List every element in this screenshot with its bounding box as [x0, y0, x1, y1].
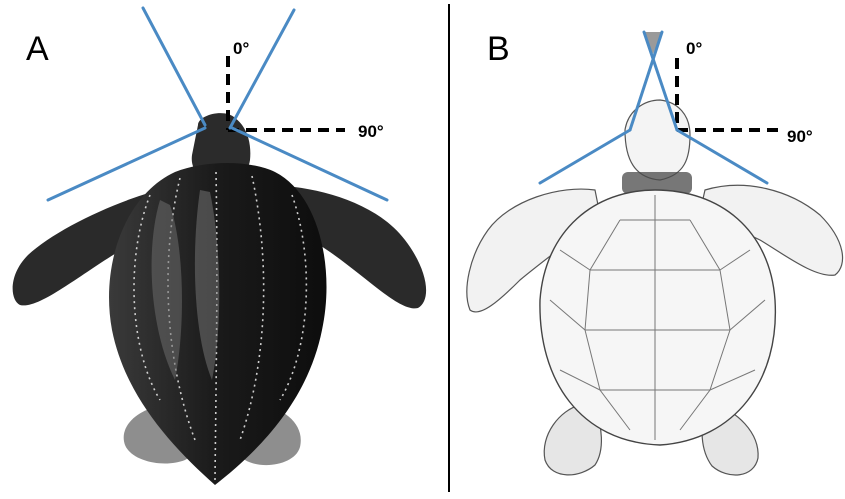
panel-b-reference-axes — [677, 58, 780, 130]
panel-b-left-lower-line — [540, 130, 630, 183]
panel-a-left-upper-line — [143, 8, 205, 125]
panel-a-reference-axes — [228, 56, 345, 130]
panel-b: B 0° 90° — [467, 30, 843, 475]
panel-b-label: B — [487, 30, 510, 68]
panel-b-ninety-degree-label: 90° — [787, 127, 813, 146]
panel-a-ninety-degree-label: 90° — [358, 122, 384, 141]
panel-a-zero-degree-label: 0° — [233, 39, 249, 58]
panel-a: A 0° 90° — [13, 8, 426, 485]
panel-b-zero-degree-label: 0° — [686, 39, 702, 58]
hardshell-carapace — [540, 190, 775, 445]
panel-a-right-upper-line — [230, 10, 294, 128]
panel-a-label: A — [26, 30, 49, 68]
